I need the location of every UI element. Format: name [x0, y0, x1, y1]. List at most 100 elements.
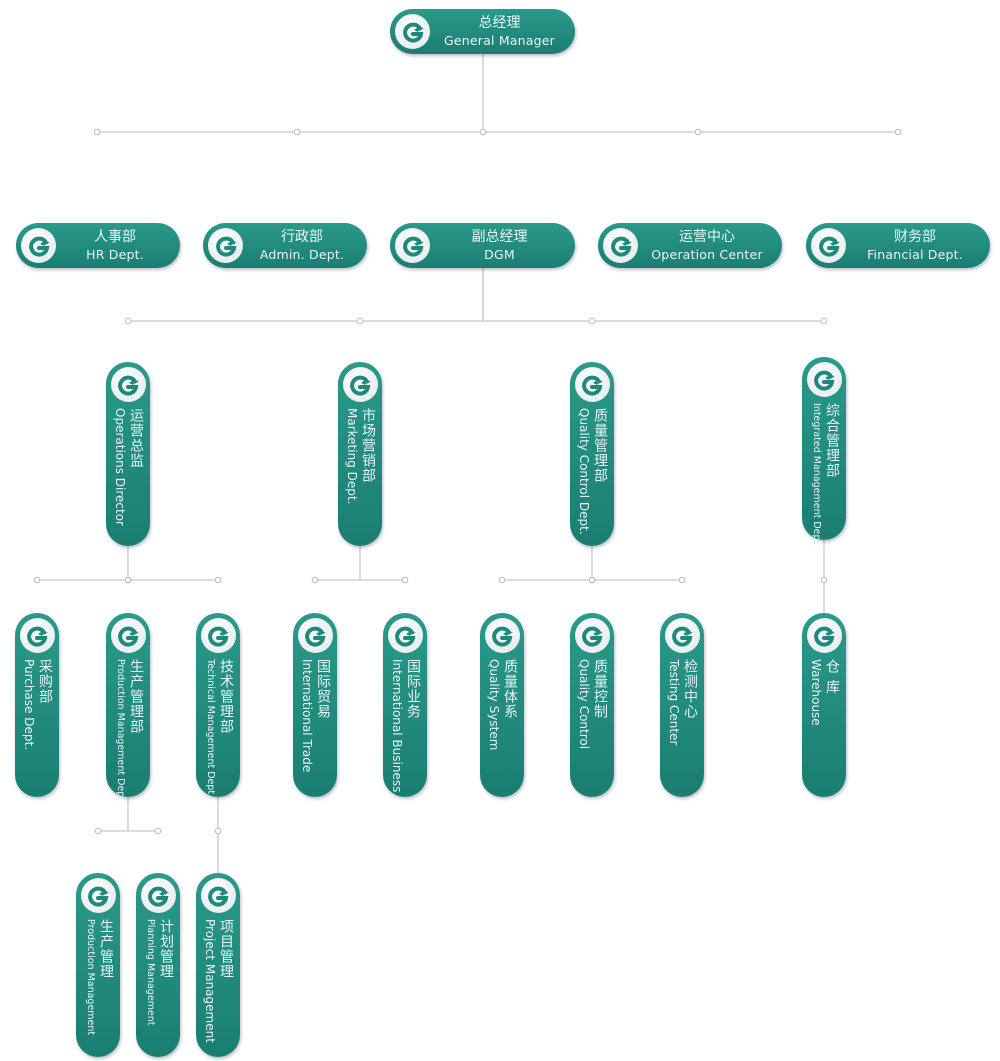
node-label-cn: 运营中心 — [679, 228, 735, 245]
connector-dot — [588, 576, 596, 584]
logo-icon — [200, 878, 236, 913]
connector-dot — [214, 576, 222, 584]
node-label-cn: 行政部 — [281, 228, 323, 245]
node-label-cn: 国际贸易 — [315, 659, 331, 719]
node-label-en: Purchase Dept. — [22, 659, 36, 751]
logo-icon — [342, 367, 378, 402]
logo-icon — [297, 618, 333, 653]
node-label-cn: 生产管理 — [98, 919, 114, 979]
connector-dot — [124, 317, 132, 325]
logo-icon — [80, 878, 116, 913]
logo-icon — [110, 618, 146, 653]
node-label-en: DGM — [484, 246, 515, 262]
node-label-cn: 生产管理部 — [128, 659, 144, 734]
logo-icon — [19, 618, 55, 653]
connector-dot — [401, 576, 409, 584]
node-label-en: General Manager — [443, 32, 556, 48]
connector-dot — [124, 576, 132, 584]
node-label-en: Planning Management — [145, 919, 156, 1026]
connector-dot — [894, 128, 902, 136]
node-label-cn: 运营总监 — [128, 408, 144, 468]
node-label-cn: 计划管理 — [158, 919, 174, 979]
node-label-cn: 副总经理 — [471, 228, 528, 245]
node-label-cn: 国际业务 — [405, 659, 421, 719]
node-label-en: Financial Dept. — [867, 246, 963, 262]
connector-dot — [311, 576, 319, 584]
node-label-cn: 人事部 — [94, 228, 136, 245]
node-label-en: Quality Control — [577, 659, 591, 750]
connector-dot — [214, 827, 222, 835]
node-label-en: Integrated Management Dept. — [811, 403, 822, 548]
node-label-cn: 综合管理部 — [824, 403, 840, 478]
logo-icon — [208, 228, 243, 263]
logo-icon — [806, 618, 842, 653]
connector-dot — [820, 576, 828, 584]
node-label-en: International Trade — [300, 659, 314, 773]
connector-dot — [293, 128, 301, 136]
logo-icon — [110, 367, 146, 402]
node-label-en: HR Dept. — [86, 246, 144, 262]
connector-dot — [94, 827, 102, 835]
node-label-cn: 市场营销部 — [360, 408, 376, 483]
node-label-cn: 技术管理部 — [218, 659, 234, 734]
logo-icon — [574, 618, 610, 653]
logo-icon — [806, 362, 842, 397]
logo-icon — [603, 228, 638, 263]
connector-dot — [694, 128, 702, 136]
logo-icon — [395, 14, 430, 49]
node-label-en: Admin. Dept. — [259, 246, 345, 262]
node-label-cn: 质量控制 — [592, 659, 608, 719]
node-label-en: International Business — [390, 659, 404, 793]
node-label-en: Marketing Dept. — [345, 408, 359, 505]
logo-icon — [21, 228, 56, 263]
node-label-cn: 采购部 — [37, 659, 53, 704]
node-label-en: Operations Director — [113, 408, 127, 526]
node-label-cn: 质量管理部 — [592, 408, 608, 483]
node-label-cn: 仓 库 — [824, 659, 840, 695]
logo-icon — [484, 618, 520, 653]
logo-icon — [387, 618, 423, 653]
logo-icon — [664, 618, 700, 653]
connector-dot — [154, 827, 162, 835]
node-label-cn: 检测中心 — [682, 659, 698, 719]
node-label-cn: 项目管理 — [218, 919, 234, 979]
node-label-en: Production Management Dept. — [115, 659, 126, 805]
connector-dot — [33, 576, 41, 584]
node-label-en: Testing Center — [667, 659, 681, 746]
connector-dot — [588, 317, 596, 325]
node-label-en: Technical Management Dept. — [205, 659, 216, 798]
node-label-en: Warehouse — [809, 659, 823, 726]
logo-icon — [200, 618, 236, 653]
logo-icon — [811, 228, 846, 263]
logo-icon — [140, 878, 176, 913]
node-label-en: Project Management — [203, 919, 217, 1043]
connector-dot — [498, 576, 506, 584]
node-label-en: Production Management — [85, 919, 96, 1036]
node-label-cn: 财务部 — [894, 228, 936, 245]
connector-dot — [356, 317, 364, 325]
connector-dot — [93, 128, 101, 136]
connector-dot — [820, 317, 828, 325]
